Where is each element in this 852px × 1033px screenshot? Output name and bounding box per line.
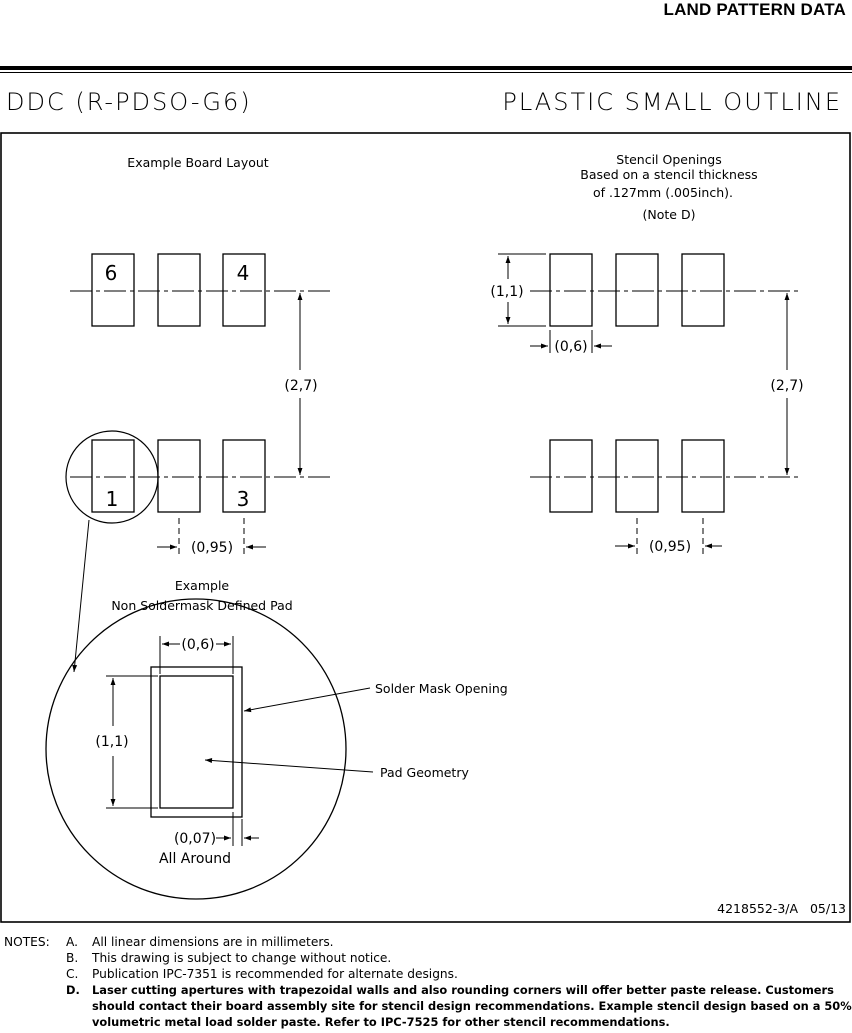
pad-label-3: 3 xyxy=(237,487,250,511)
note-c-key: C. xyxy=(66,967,79,981)
callout-pad-leader xyxy=(204,758,374,773)
detail-title-line2: Non Soldermask Defined Pad xyxy=(111,598,292,613)
callout-mask-leader xyxy=(243,687,371,713)
detail-leader-line xyxy=(72,519,90,673)
stencil-pad-5 xyxy=(615,253,659,327)
board-pad-2 xyxy=(157,439,201,513)
detail-clearance-label: (0,07) xyxy=(174,831,216,847)
stencil-title-line2: Based on a stencil thickness xyxy=(580,167,757,182)
stencil-width-label: (0,6) xyxy=(554,339,587,355)
package-code: DDC (R-PDSO-G6) xyxy=(6,88,252,116)
stencil-pad-2 xyxy=(615,439,659,513)
note-b-key: B. xyxy=(66,951,79,965)
board-layout-title: Example Board Layout xyxy=(127,155,269,170)
callout-solder-mask-opening: Solder Mask Opening xyxy=(375,681,508,696)
note-b: B. This drawing is subject to change wit… xyxy=(66,950,852,966)
detail-callout-circle xyxy=(65,430,159,524)
note-c: C. Publication IPC-7351 is recommended f… xyxy=(66,966,852,982)
stencil-title-line4: (Note D) xyxy=(643,207,696,222)
note-a: A. All linear dimensions are in millimet… xyxy=(66,934,852,950)
detail-height-label: (1,1) xyxy=(95,734,128,750)
note-d-key: D. xyxy=(66,983,80,997)
stencil-title-line1: Stencil Openings xyxy=(616,152,721,167)
pad-label-1: 1 xyxy=(106,487,119,511)
stencil-pad-3 xyxy=(681,439,725,513)
note-a-text: All linear dimensions are in millimeters… xyxy=(92,935,334,949)
board-pad-6 xyxy=(91,253,135,327)
note-a-key: A. xyxy=(66,935,78,949)
stencil-height-label: (1,1) xyxy=(490,284,523,300)
pad-label-4: 4 xyxy=(237,261,250,285)
header-rule-thin xyxy=(0,72,852,73)
header-rule-thick xyxy=(0,66,852,70)
note-b-text: This drawing is subject to change withou… xyxy=(92,951,392,965)
detail-clearance-note: All Around xyxy=(159,851,231,867)
drawing-frame xyxy=(0,132,851,923)
package-type: PLASTIC SMALL OUTLINE xyxy=(502,88,842,116)
stencil-pad-4 xyxy=(681,253,725,327)
pad-label-6: 6 xyxy=(105,261,118,285)
page-header-title: LAND PATTERN DATA xyxy=(663,0,846,19)
board-pad-1 xyxy=(91,439,135,513)
board-pad-4 xyxy=(222,253,266,327)
note-d-text: Laser cutting apertures with trapezoidal… xyxy=(92,983,852,1029)
callout-pad-geometry: Pad Geometry xyxy=(380,765,469,780)
note-c-text: Publication IPC-7351 is recommended for … xyxy=(92,967,458,981)
stencil-row-dim-label: (2,7) xyxy=(770,378,803,394)
notes-label: NOTES: xyxy=(4,935,50,949)
stencil-pitch-label: (0,95) xyxy=(649,539,691,555)
board-pitch-label: (0,95) xyxy=(191,540,233,556)
note-d: D. Laser cutting apertures with trapezoi… xyxy=(66,982,852,1030)
detail-title-line1: Example xyxy=(175,578,230,593)
detail-width-label: (0,6) xyxy=(181,637,214,653)
stencil-title-line3: of .127mm (.005inch). xyxy=(593,185,733,200)
stencil-pad-6 xyxy=(549,253,593,327)
detail-magnified-circle xyxy=(45,598,347,900)
board-pad-5 xyxy=(157,253,201,327)
board-pad-3 xyxy=(222,439,266,513)
board-row-dim-label: (2,7) xyxy=(284,378,317,394)
pad-geometry xyxy=(159,675,234,809)
drawing-number: 4218552-3/A 05/13 xyxy=(717,901,846,916)
stencil-pad-1 xyxy=(549,439,593,513)
solder-mask-opening xyxy=(150,666,243,818)
